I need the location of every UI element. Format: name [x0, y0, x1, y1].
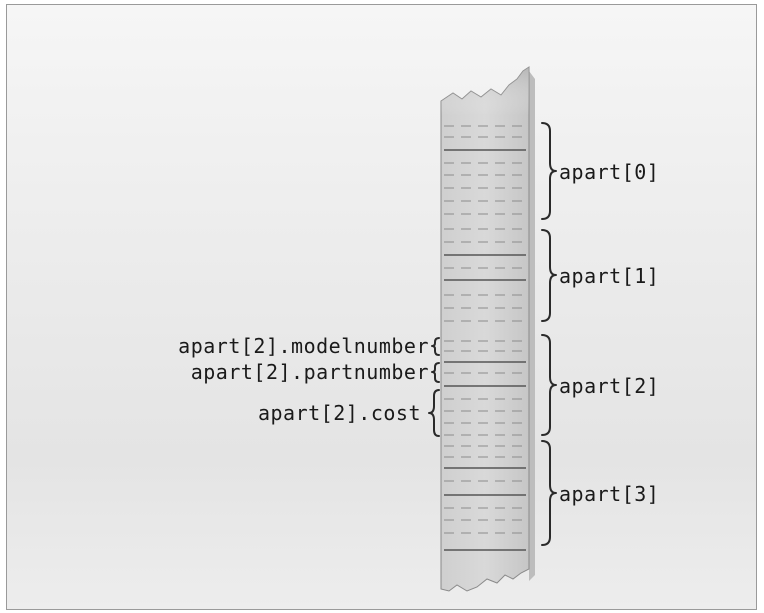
element-label-1: apart[1]: [559, 264, 659, 288]
braces: [428, 122, 557, 546]
element-label-3: apart[3]: [559, 482, 659, 506]
modelnumber-brace: [431, 337, 440, 356]
figure-panel: apart[0] apart[1] apart[2] apart[3] apar…: [6, 4, 757, 610]
element-2-brace: [541, 334, 557, 436]
member-label-cost: apart[2].cost: [258, 401, 421, 425]
memory-array-diagram: apart[0] apart[1] apart[2] apart[3] apar…: [178, 66, 659, 592]
element-3-brace: [541, 440, 557, 546]
memory-cells: [444, 125, 526, 551]
element-1-brace: [541, 229, 557, 322]
element-0-brace: [541, 122, 557, 220]
element-label-2: apart[2]: [559, 374, 659, 398]
member-label-modelnumber: apart[2].modelnumber: [178, 334, 429, 358]
member-label-partnumber: apart[2].partnumber: [191, 360, 429, 384]
memory-strip-top-shade: [441, 67, 529, 205]
memory-strip-shadow: [529, 71, 535, 581]
partnumber-brace: [431, 362, 440, 383]
element-label-0: apart[0]: [559, 160, 659, 184]
cost-brace: [428, 389, 440, 437]
